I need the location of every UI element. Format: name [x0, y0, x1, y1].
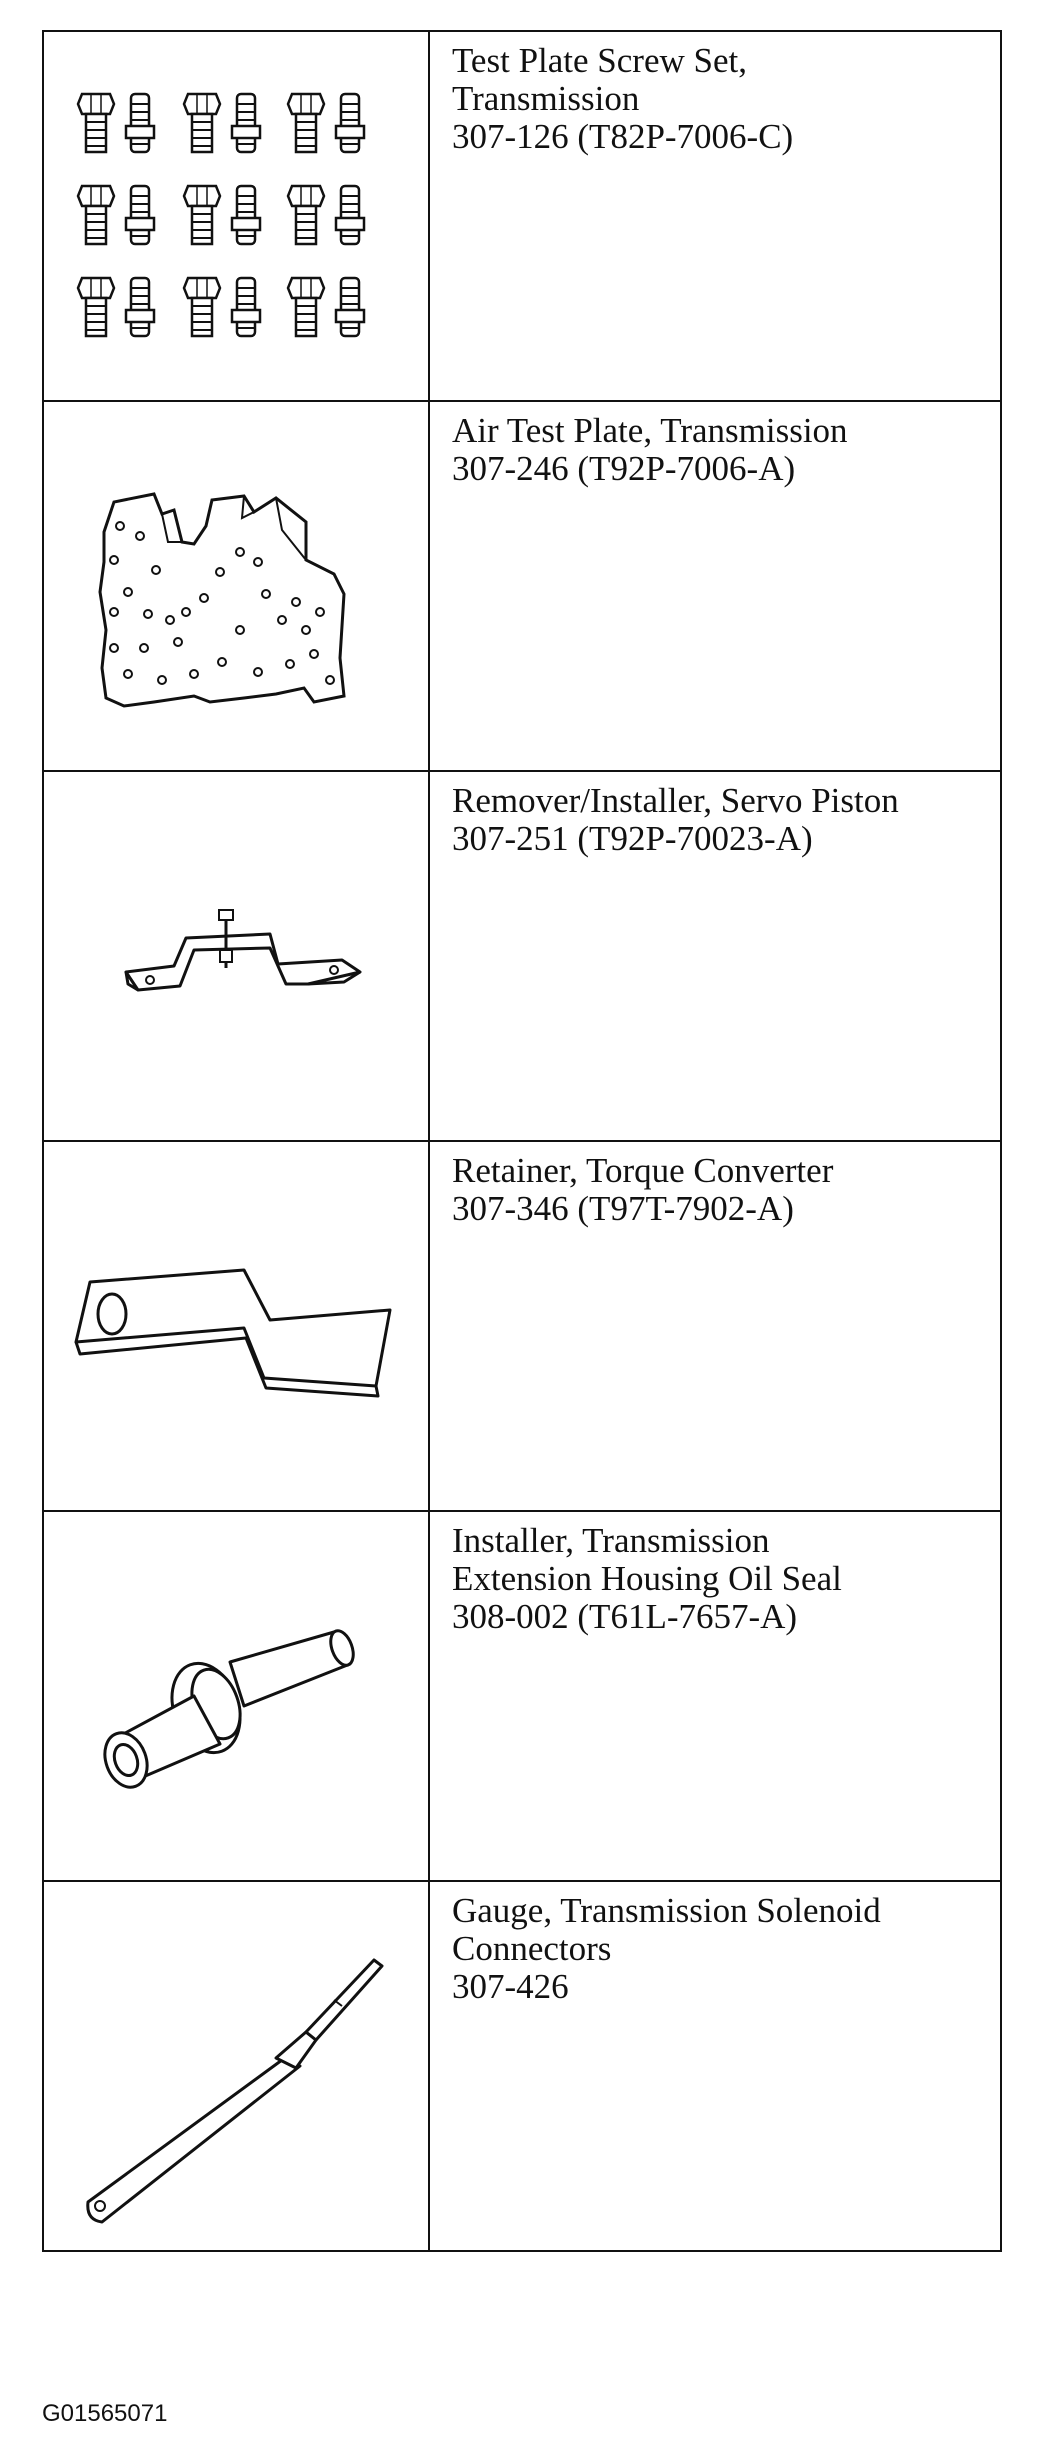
tool-image-cell [42, 1880, 430, 2252]
tool-part-number: 307-251 (T92P-70023-A) [452, 819, 813, 858]
tool-part-number: 307-426 [452, 1967, 569, 2006]
tool-row: Installer, Transmission Extension Housin… [42, 1510, 1002, 1882]
tool-part-number: 308-002 (T61L-7657-A) [452, 1597, 798, 1636]
air-test-plate-icon [98, 492, 346, 708]
screw-set-icon [76, 92, 366, 338]
tool-name-line: Test Plate Screw Set, [452, 41, 747, 80]
tool-description: Retainer, Torque Converter 307-346 (T97T… [428, 1140, 1002, 1512]
tool-description: Gauge, Transmission Solenoid Connectors … [428, 1880, 1002, 2252]
tool-image-cell [42, 30, 430, 402]
tool-description: Test Plate Screw Set, Transmission 307-1… [428, 30, 1002, 402]
tool-row: Retainer, Torque Converter 307-346 (T97T… [42, 1140, 1002, 1512]
tool-part-number: 307-126 (T82P-7006-C) [452, 117, 794, 156]
tool-name-line: Gauge, Transmission Solenoid [452, 1891, 881, 1930]
tool-name-line: Retainer, Torque Converter [452, 1151, 834, 1190]
tool-part-number: 307-246 (T92P-7006-A) [452, 449, 796, 488]
tool-name-line: Extension Housing Oil Seal [452, 1559, 842, 1598]
tool-name-line: Air Test Plate, Transmission [452, 411, 848, 450]
special-tools-table: Test Plate Screw Set, Transmission 307-1… [42, 30, 1002, 2252]
tool-row: Air Test Plate, Transmission 307-246 (T9… [42, 400, 1002, 772]
tool-name-line: Installer, Transmission [452, 1521, 770, 1560]
torque-converter-retainer-icon [74, 1268, 392, 1398]
solenoid-gauge-icon [86, 1958, 384, 2224]
tool-name-line: Connectors [452, 1929, 612, 1968]
tool-row: Gauge, Transmission Solenoid Connectors … [42, 1880, 1002, 2252]
tool-description: Air Test Plate, Transmission 307-246 (T9… [428, 400, 1002, 772]
tool-name-line: Transmission [452, 79, 640, 118]
tool-part-number: 307-346 (T97T-7902-A) [452, 1189, 794, 1228]
oil-seal-installer-icon [103, 1629, 355, 1789]
tool-image-cell [42, 1140, 430, 1512]
figure-id: G01565071 [42, 2400, 168, 2427]
tool-row: Test Plate Screw Set, Transmission 307-1… [42, 30, 1002, 402]
tool-row: Remover/Installer, Servo Piston 307-251 … [42, 770, 1002, 1142]
tool-image-cell [42, 1510, 430, 1882]
tool-description: Remover/Installer, Servo Piston 307-251 … [428, 770, 1002, 1142]
servo-piston-tool-icon [124, 909, 362, 992]
tool-name-line: Remover/Installer, Servo Piston [452, 781, 899, 820]
tool-description: Installer, Transmission Extension Housin… [428, 1510, 1002, 1882]
tool-image-cell [42, 400, 430, 772]
tool-image-cell [42, 770, 430, 1142]
